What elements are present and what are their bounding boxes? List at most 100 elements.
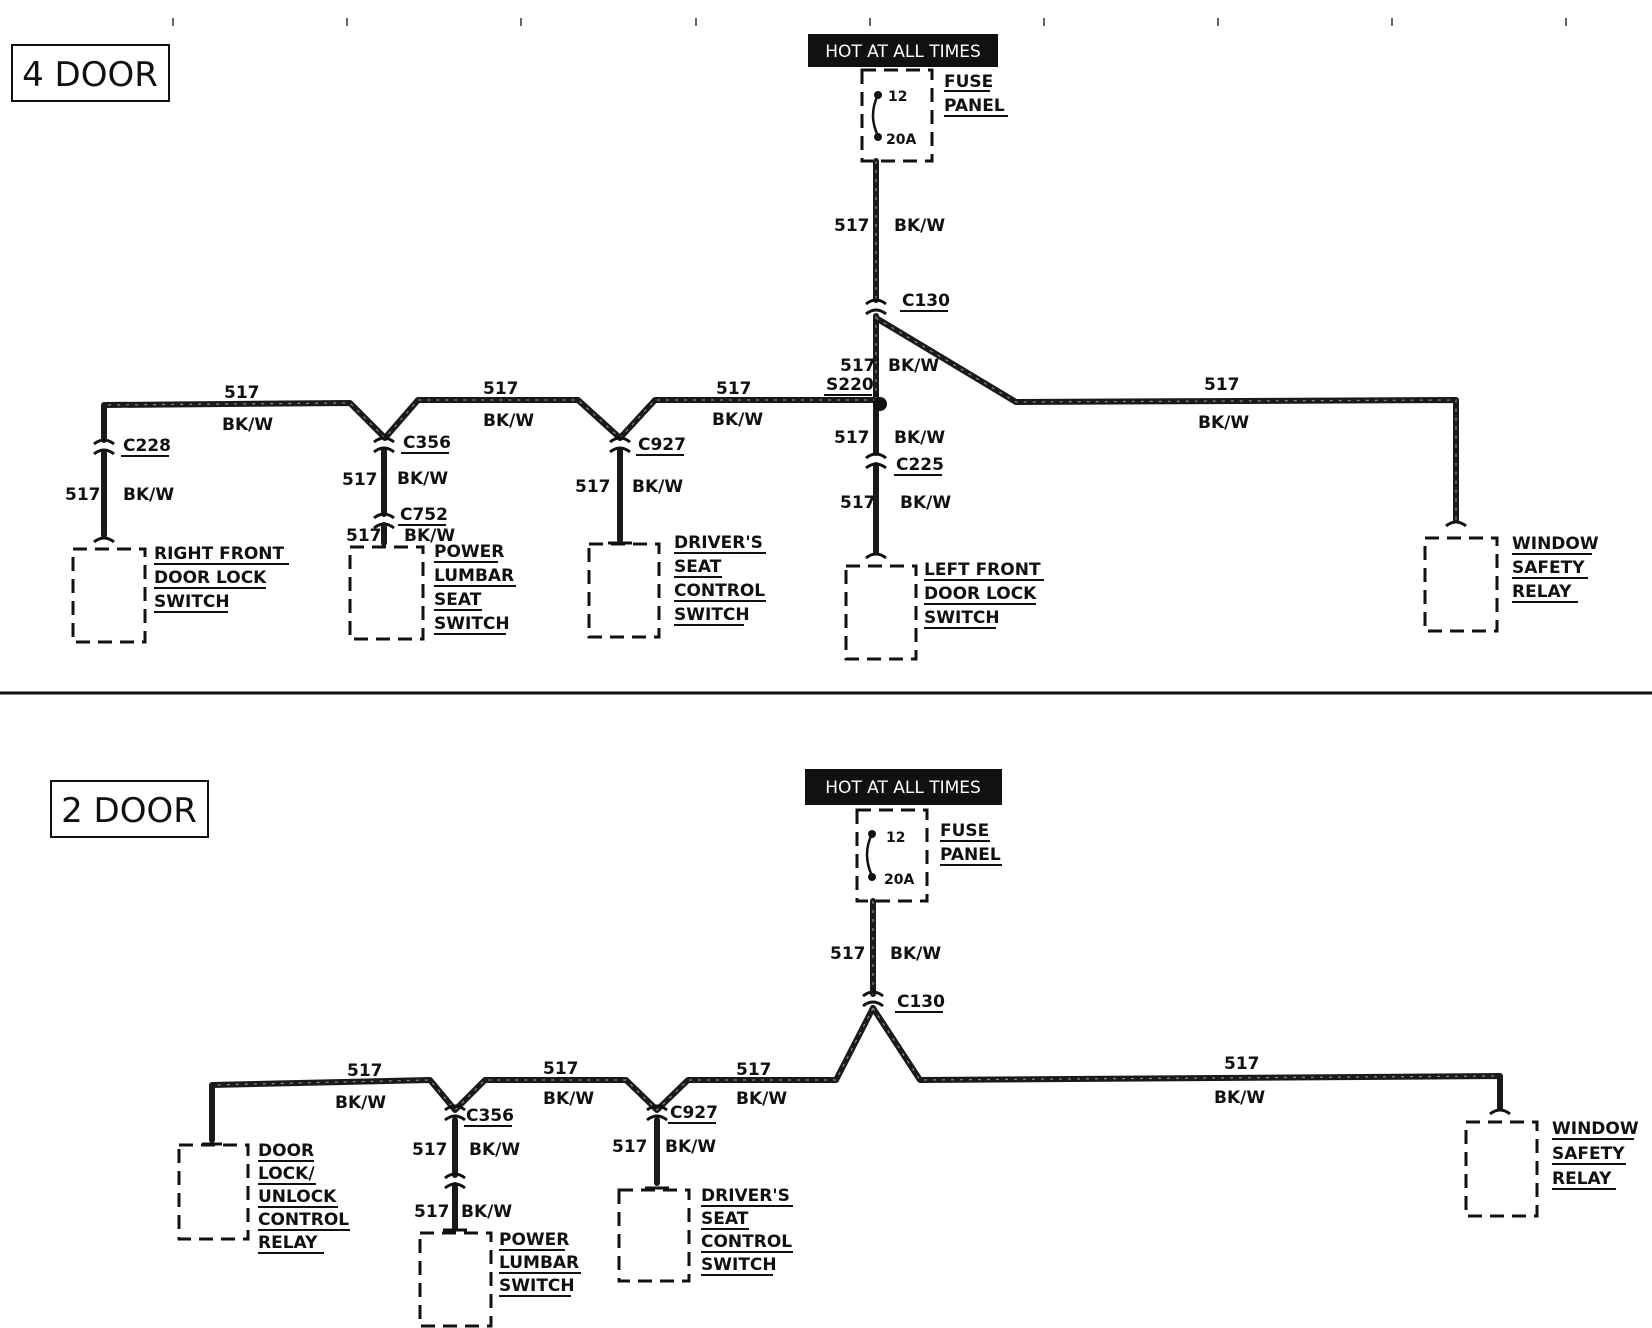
four-door-connector-labels: C130 S220 C225 C228 C356 C752 C927 [121,291,950,526]
power-lumbar-seat-switch: POWER LUMBAR SEAT SWITCH [348,542,516,641]
wire-color-label: BK/W [461,1202,512,1222]
hot-at-all-times-label: HOT AT ALL TIMES [825,778,981,798]
wire-circuit-label: 517 [342,470,378,490]
c356-connector-symbol [444,1104,466,1122]
c225-connector-symbol [865,452,887,470]
wire-circuit-label: 517 [224,383,260,403]
two-door-connector-labels: C130 C356 C927 [464,992,945,1127]
s220-label: S220 [826,375,874,395]
fuse-label-line2: PANEL [944,96,1005,116]
two-door-fuse-panel: 12 20A FUSE PANEL [855,808,1002,903]
c927-label: C927 [670,1103,718,1123]
svg-text:LUMBAR: LUMBAR [434,566,514,586]
svg-text:SAFETY: SAFETY [1512,558,1585,578]
c356-label: C356 [466,1106,514,1126]
svg-text:SEAT: SEAT [674,557,722,577]
wire-circuit-label: 517 [736,1060,772,1080]
svg-text:LEFT FRONT: LEFT FRONT [924,560,1041,580]
wire-circuit-label: 517 [716,379,752,399]
wire-color-label: BK/W [888,356,939,376]
wire-color-label: BK/W [483,411,534,431]
wire-color-label: BK/W [335,1093,386,1113]
two-door-title-box: 2 DOOR [50,780,209,838]
fuse-label-line1: FUSE [944,72,993,92]
two-door-hot-header: HOT AT ALL TIMES [805,769,1002,805]
wire-circuit-label: 517 [612,1137,648,1157]
hot-at-all-times-label: HOT AT ALL TIMES [825,42,981,62]
wire-color-label: BK/W [404,526,455,546]
svg-text:SWITCH: SWITCH [701,1255,777,1275]
four-door-fuse-panel: 12 20A FUSE PANEL [860,68,1008,163]
c356-label: C356 [403,433,451,453]
svg-text:DRIVER'S: DRIVER'S [674,533,763,553]
svg-text:POWER: POWER [499,1230,569,1250]
wire-color-label: BK/W [397,469,448,489]
fuse-number: 12 [888,89,907,105]
wire-circuit-label: 517 [1204,375,1240,395]
window-safety-relay-4door: WINDOW SAFETY RELAY [1423,520,1599,633]
wire-circuit-label: 517 [840,493,876,513]
svg-text:SWITCH: SWITCH [924,608,1000,628]
svg-text:DOOR: DOOR [258,1141,314,1161]
wire-circuit-label: 517 [830,944,866,964]
s220-splice [873,397,887,411]
wire-circuit-label: 517 [834,216,870,236]
two-door-title: 2 DOOR [61,791,197,831]
svg-text:UNLOCK: UNLOCK [258,1187,337,1207]
drivers-seat-control-switch-2door: DRIVER'S SEAT CONTROL SWITCH [617,1186,793,1283]
svg-text:SWITCH: SWITCH [499,1276,575,1296]
wire-circuit-label: 517 [347,1061,383,1081]
svg-text:RELAY: RELAY [1552,1169,1612,1189]
c130-connector-symbol [862,990,884,1008]
power-lumbar-switch: POWER LUMBAR SWITCH [418,1228,581,1328]
wire-circuit-label: 517 [414,1202,450,1222]
svg-text:LUMBAR: LUMBAR [499,1253,579,1273]
four-door-title: 4 DOOR [22,55,158,95]
svg-text:CONTROL: CONTROL [258,1210,349,1230]
lumbar-connector-symbol [444,1172,466,1190]
svg-text:SWITCH: SWITCH [674,605,750,625]
wire-color-label: BK/W [890,944,941,964]
wire-color-label: BK/W [1214,1088,1265,1108]
wire-color-label: BK/W [222,415,273,435]
two-door-wires [209,898,1503,1231]
door-lock-unlock-control-relay: DOOR LOCK/ UNLOCK CONTROL RELAY [177,1141,350,1254]
two-door-connectors [444,990,884,1190]
wire-circuit-label: 517 [840,356,876,376]
c228-label: C228 [123,436,171,456]
c927-connector-symbol [646,1104,668,1122]
left-front-door-lock-switch: LEFT FRONT DOOR LOCK SWITCH [844,552,1044,661]
svg-text:CONTROL: CONTROL [701,1232,792,1252]
svg-text:DRIVER'S: DRIVER'S [701,1186,790,1206]
fuse-rating: 20A [884,872,914,888]
drivers-seat-control-switch: DRIVER'S SEAT CONTROL SWITCH [587,533,766,639]
wire-color-label: BK/W [900,493,951,513]
c927-label: C927 [638,435,686,455]
four-door-title-box: 4 DOOR [11,44,170,102]
wire-circuit-label: 517 [575,477,611,497]
window-safety-relay-2door: WINDOW SAFETY RELAY [1464,1108,1639,1218]
svg-text:CONTROL: CONTROL [674,581,765,601]
wire-circuit-label: 517 [346,526,382,546]
fuse-number: 12 [886,830,905,846]
wire-color-label: BK/W [665,1137,716,1157]
svg-text:DOOR LOCK: DOOR LOCK [924,584,1037,604]
svg-text:POWER: POWER [434,542,504,562]
c752-connector-symbol [373,512,395,530]
wire-circuit-label: 517 [65,485,101,505]
svg-text:RELAY: RELAY [1512,582,1572,602]
fuse-rating: 20A [886,132,916,148]
svg-text:WINDOW: WINDOW [1552,1119,1639,1139]
svg-text:LOCK/: LOCK/ [258,1164,315,1184]
svg-text:SWITCH: SWITCH [154,592,230,612]
two-door-wire-labels: 517 BK/W 517 BK/W 517 BK/W 517 BK/W 517 … [335,944,1265,1222]
svg-text:DOOR LOCK: DOOR LOCK [154,568,267,588]
svg-text:RELAY: RELAY [258,1233,318,1253]
wire-color-label: BK/W [1198,413,1249,433]
wire-color-label: BK/W [894,428,945,448]
c927-connector-symbol [609,436,631,454]
four-door-wires [101,158,1459,555]
four-door-section: 4 DOOR HOT AT ALL TIMES 12 20A FUSE PANE… [11,34,1599,661]
c752-label: C752 [400,505,448,525]
four-door-hot-header: HOT AT ALL TIMES [808,34,998,67]
